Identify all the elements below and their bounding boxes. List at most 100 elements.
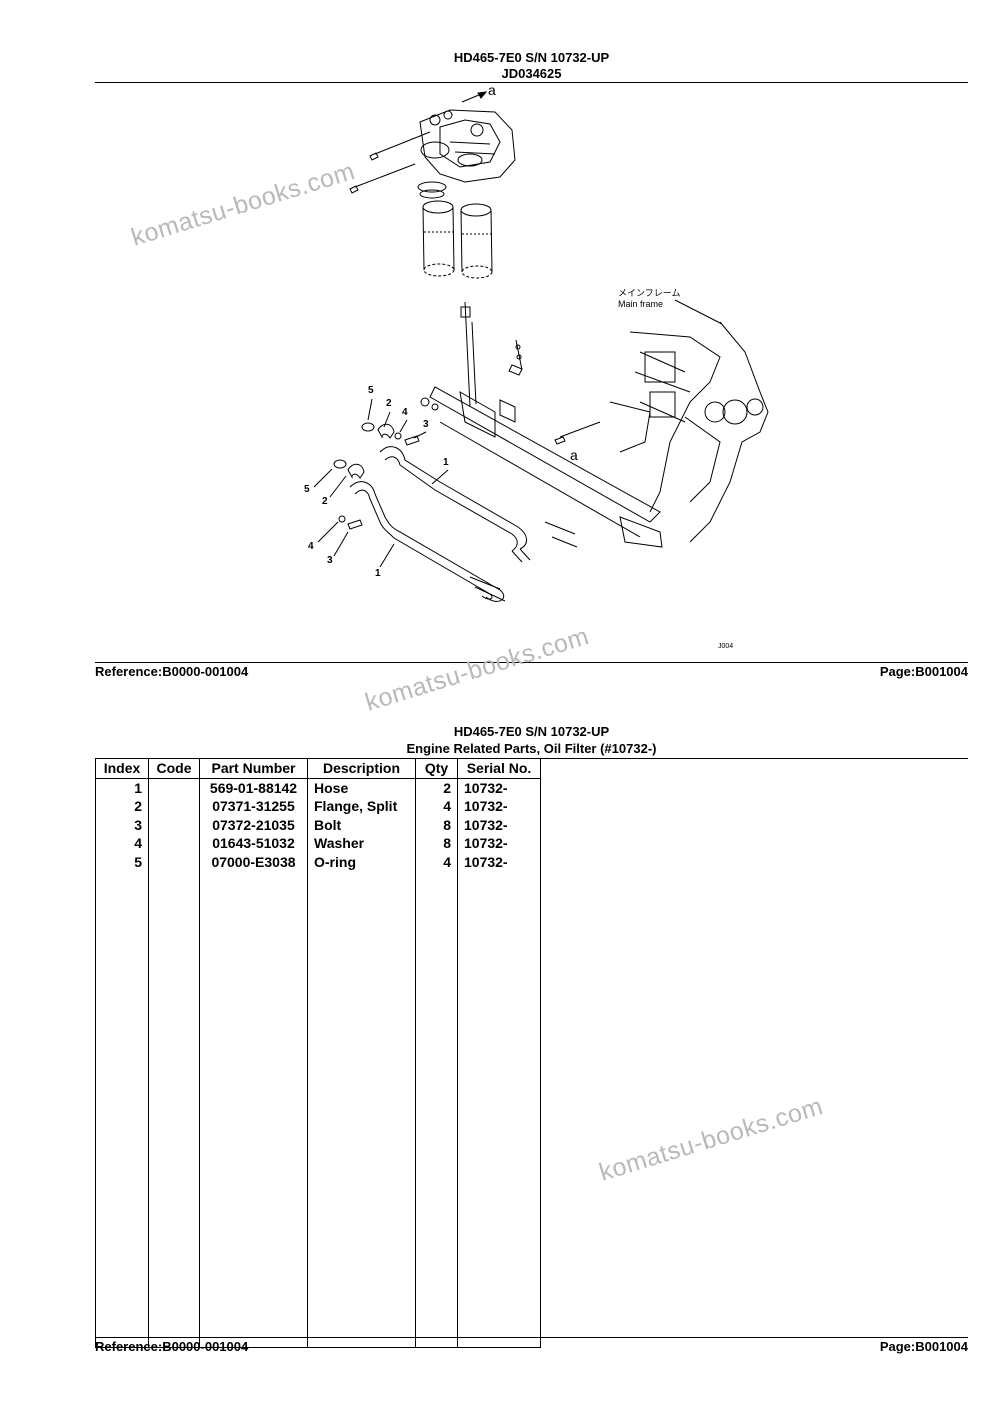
leader-line bbox=[333, 531, 349, 557]
callout-2-upper: 2 bbox=[386, 398, 392, 409]
parts-list-subtitle: Engine Related Parts, Oil Filter (#10732… bbox=[406, 741, 657, 756]
cell-serial: 10732- bbox=[457, 797, 541, 816]
bolt-head bbox=[554, 436, 566, 445]
cell-index: 3 bbox=[95, 815, 149, 834]
reference-text: Reference:B0000-001004 bbox=[95, 664, 249, 679]
filler-cell bbox=[95, 871, 149, 1348]
leader-line bbox=[399, 419, 408, 433]
cell-qty: 2 bbox=[415, 778, 458, 797]
cell-part-number: 07372-21035 bbox=[199, 815, 308, 834]
bolt-lower bbox=[347, 519, 363, 530]
leader-line bbox=[379, 543, 395, 568]
split-flange-upper bbox=[377, 423, 395, 439]
cell-qty: 8 bbox=[415, 834, 458, 853]
callout-3-lower: 3 bbox=[327, 555, 333, 566]
leader-line bbox=[413, 431, 427, 439]
cell-index: 4 bbox=[95, 834, 149, 853]
filter-cartridge-left bbox=[422, 200, 455, 277]
parts-list-title: HD465-7E0 S/N 10732-UP bbox=[453, 724, 610, 739]
leader-line bbox=[313, 468, 333, 488]
leader-line bbox=[317, 521, 339, 543]
reference-text-2: Reference:B0000-001004 bbox=[95, 1339, 249, 1354]
table-header-row: Index Code Part Number Description Qty S… bbox=[95, 758, 541, 779]
callout-4-upper: 4 bbox=[402, 407, 408, 418]
bolt-head bbox=[349, 185, 359, 194]
parts-table: Index Code Part Number Description Qty S… bbox=[95, 758, 541, 1348]
o-ring-upper bbox=[361, 422, 375, 432]
leader-line bbox=[367, 398, 373, 421]
table-row: 3 07372-21035 Bolt 8 10732- bbox=[95, 815, 541, 834]
cell-qty: 4 bbox=[415, 797, 458, 816]
washer-lower bbox=[338, 515, 346, 523]
drawing-code: J004 bbox=[718, 643, 733, 650]
drawing-number: JD034625 bbox=[501, 66, 562, 81]
filler-cell bbox=[457, 871, 541, 1348]
header-serial: Serial No. bbox=[457, 758, 541, 779]
filter-adapter bbox=[417, 181, 447, 193]
cell-qty: 8 bbox=[415, 815, 458, 834]
filler-cell bbox=[415, 871, 458, 1348]
washer-upper bbox=[394, 432, 402, 440]
bolt-head bbox=[369, 152, 379, 161]
cell-code bbox=[148, 797, 200, 816]
footer-divider bbox=[95, 662, 968, 663]
cell-code bbox=[148, 778, 200, 797]
label-a-top: a bbox=[488, 82, 496, 98]
reference-arrow bbox=[559, 421, 601, 438]
leader-line bbox=[674, 299, 723, 325]
page-number-2: Page:B001004 bbox=[879, 1339, 968, 1354]
cell-serial: 10732- bbox=[457, 778, 541, 797]
cell-description: Washer bbox=[307, 834, 416, 853]
cell-part-number: 07000-E3038 bbox=[199, 852, 308, 871]
main-frame bbox=[609, 321, 769, 543]
cell-serial: 10732- bbox=[457, 852, 541, 871]
cell-part-number: 07371-31255 bbox=[199, 797, 308, 816]
cell-serial: 10732- bbox=[457, 815, 541, 834]
table-row: 1 569-01-88142 Hose 2 10732- bbox=[95, 778, 541, 797]
header-description: Description bbox=[307, 758, 416, 779]
callout-1-upper: 1 bbox=[443, 457, 449, 468]
bolt-line bbox=[354, 163, 416, 188]
cell-part-number: 569-01-88142 bbox=[199, 778, 308, 797]
header-part-number: Part Number bbox=[199, 758, 308, 779]
cell-part-number: 01643-51032 bbox=[199, 834, 308, 853]
page-title: HD465-7E0 S/N 10732-UP bbox=[453, 50, 610, 65]
callout-5-lower: 5 bbox=[304, 484, 310, 495]
filler-cell bbox=[148, 871, 200, 1348]
label-a-mid: a bbox=[570, 447, 578, 463]
header-qty: Qty bbox=[415, 758, 458, 779]
table-filler-row bbox=[95, 871, 541, 1348]
filler-cell bbox=[199, 871, 308, 1348]
callout-3-upper: 3 bbox=[423, 419, 429, 430]
cell-index: 5 bbox=[95, 852, 149, 871]
table-row: 2 07371-31255 Flange, Split 4 10732- bbox=[95, 797, 541, 816]
cell-code bbox=[148, 834, 200, 853]
header-divider bbox=[95, 82, 968, 83]
table-row: 5 07000-E3038 O-ring 4 10732- bbox=[95, 852, 541, 871]
split-flange-lower bbox=[347, 463, 365, 479]
cell-index: 2 bbox=[95, 797, 149, 816]
cell-description: Flange, Split bbox=[307, 797, 416, 816]
cell-code bbox=[148, 815, 200, 834]
header-index: Index bbox=[95, 758, 149, 779]
bolt-upper bbox=[404, 435, 420, 446]
cell-serial: 10732- bbox=[457, 834, 541, 853]
mounting-bar bbox=[420, 301, 663, 548]
filter-cartridge-right bbox=[460, 203, 493, 279]
page-number: Page:B001004 bbox=[879, 664, 968, 679]
cell-description: Bolt bbox=[307, 815, 416, 834]
leader-line bbox=[329, 475, 347, 498]
exploded-parts-diagram: a メインフレーム Main frame bbox=[304, 82, 769, 650]
main-frame-label-en: Main frame bbox=[618, 299, 663, 309]
callout-2-lower: 2 bbox=[322, 496, 328, 507]
hose-lower bbox=[349, 481, 506, 602]
callout-1-lower: 1 bbox=[375, 568, 381, 579]
header-code: Code bbox=[148, 758, 200, 779]
cell-description: O-ring bbox=[307, 852, 416, 871]
cell-qty: 4 bbox=[415, 852, 458, 871]
cell-index: 1 bbox=[95, 778, 149, 797]
bolt-line bbox=[374, 131, 431, 155]
o-ring-lower bbox=[333, 459, 347, 469]
filter-head bbox=[419, 109, 516, 183]
callout-4-lower: 4 bbox=[308, 541, 314, 552]
